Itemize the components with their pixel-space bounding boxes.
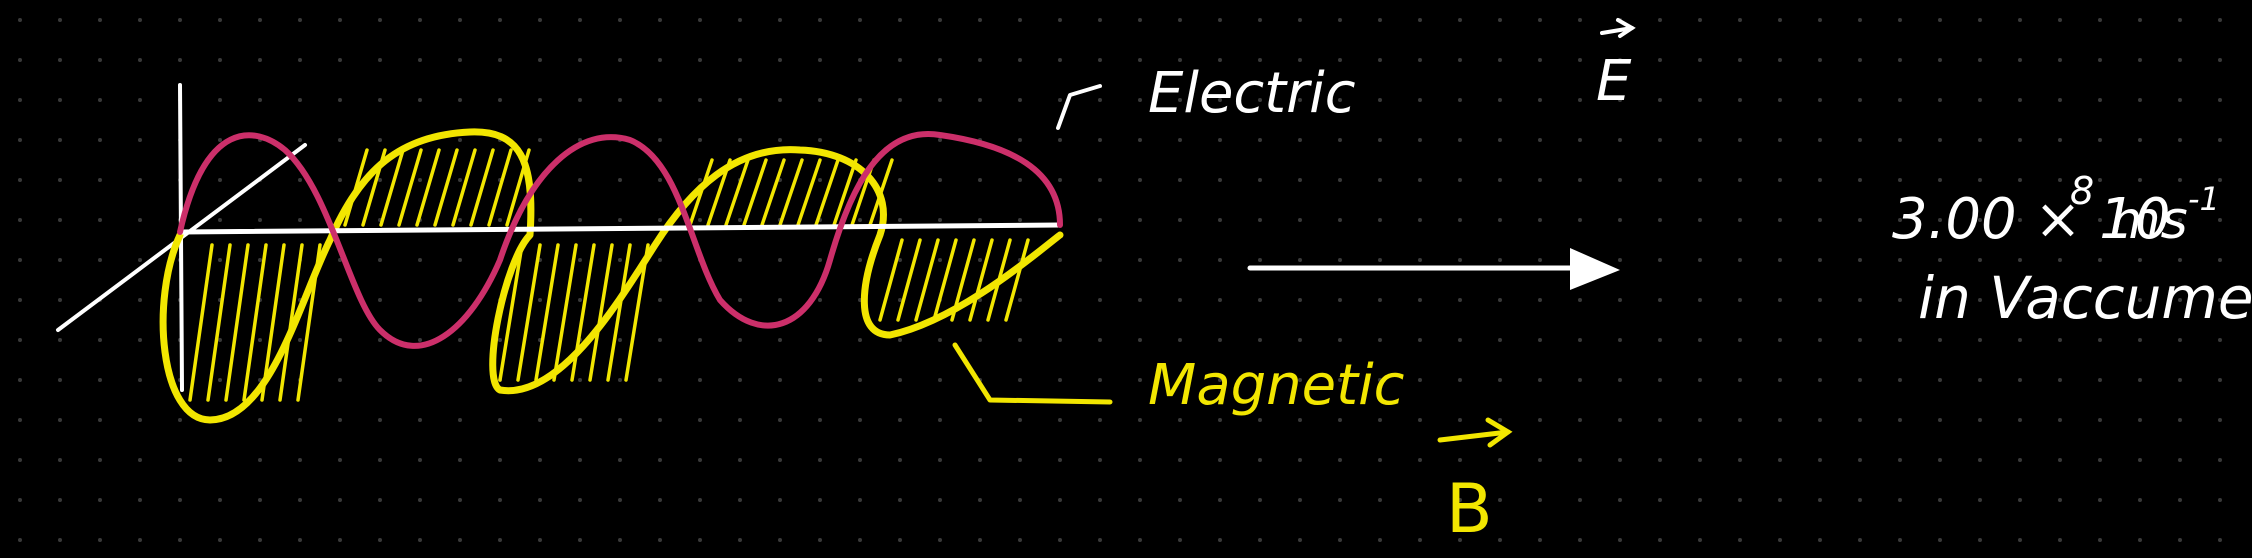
- hatch-stroke: [588, 243, 614, 382]
- medium-label: in Vaccume: [1918, 264, 2252, 332]
- hatch-stroke: [778, 158, 804, 227]
- hatch-stroke: [516, 243, 542, 382]
- hatch-stroke: [278, 243, 304, 402]
- b-vector-arrow-icon: [1437, 417, 1513, 448]
- arrowhead-icon: [1570, 248, 1620, 290]
- electric-label-pointer: [1056, 84, 1102, 130]
- electric-label: Electric: [1148, 61, 1356, 126]
- speed-unit-exponent: -1: [2188, 180, 2220, 218]
- hatch-stroke: [552, 243, 578, 382]
- hatch-stroke: [814, 158, 840, 227]
- hatch-stroke: [742, 158, 768, 227]
- speed-value: 3.00 × 10: [1892, 187, 2170, 252]
- hatch-stroke: [469, 148, 495, 227]
- propagation-axis: [177, 222, 1063, 235]
- hatch-stroke: [188, 243, 214, 402]
- speed-exponent: 8: [2070, 169, 2094, 213]
- hatch-stroke: [242, 243, 268, 402]
- hatch-stroke: [487, 148, 513, 227]
- hatch-stroke: [1004, 238, 1030, 322]
- magnetic-field-hatching: [188, 148, 1030, 402]
- hatch-stroke: [968, 238, 994, 322]
- hatch-stroke: [724, 158, 750, 227]
- magnetic-label: Magnetic: [1148, 353, 1405, 418]
- b-vector-label: B: [1446, 470, 1493, 549]
- hatch-stroke: [896, 238, 922, 322]
- hatch-stroke: [224, 243, 250, 402]
- e-vector-arrow-icon: [1600, 18, 1636, 38]
- hatch-stroke: [206, 243, 232, 402]
- hatch-stroke: [433, 148, 459, 227]
- wave-speed-label: 3.00 × 10 8 ms -1: [1892, 169, 2220, 252]
- electric-field-wave: [177, 130, 1063, 349]
- hatch-stroke: [451, 148, 477, 227]
- magnetic-field-wave: [159, 128, 1064, 424]
- hatch-stroke: [914, 238, 940, 322]
- hatch-stroke: [498, 243, 524, 382]
- propagation-direction-arrow: [1247, 248, 1620, 290]
- hatch-stroke: [932, 238, 958, 322]
- hatch-stroke: [379, 148, 405, 227]
- hatch-stroke: [796, 158, 822, 227]
- magnetic-label-pointer: [952, 342, 1113, 405]
- hatch-stroke: [606, 243, 632, 382]
- hatch-stroke: [415, 148, 441, 227]
- hatch-stroke: [832, 158, 858, 227]
- speed-unit: ms: [2110, 191, 2188, 251]
- hatch-stroke: [878, 238, 904, 322]
- e-vector-label: E: [1596, 49, 1632, 114]
- hatch-stroke: [760, 158, 786, 227]
- hatch-stroke: [534, 243, 560, 382]
- hatch-stroke: [397, 148, 423, 227]
